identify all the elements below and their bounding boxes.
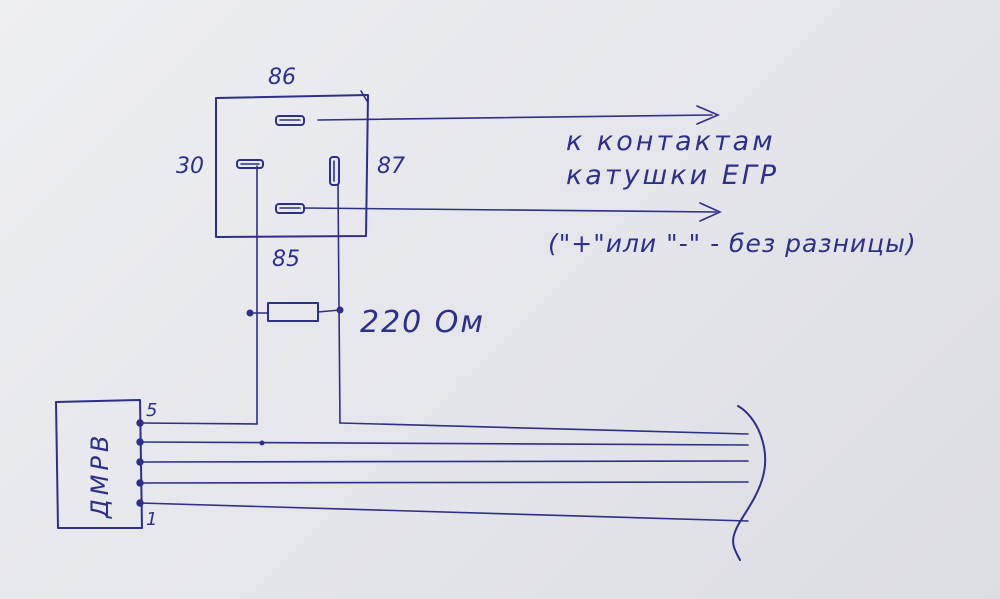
relay-pin-86-contact <box>275 115 305 126</box>
annotation-line-1: к контактам <box>566 126 776 157</box>
relay-outline <box>215 94 369 238</box>
harness-wire-2 <box>139 481 749 484</box>
relay-corner-mark <box>360 90 368 102</box>
relay-label-85: 85 <box>272 247 300 272</box>
resistor-node-left <box>246 309 254 317</box>
sensor-label: ДМРВ <box>86 432 114 519</box>
sensor-block <box>55 399 143 529</box>
arrow-to-egr-upper <box>317 105 721 125</box>
resistor <box>246 302 344 322</box>
sensor-outline <box>55 399 143 529</box>
resistor-label: 220 Ом <box>360 305 485 340</box>
sensor-pin-label-1: 1 <box>146 509 157 530</box>
resistor-node-right <box>336 306 344 314</box>
relay-pin-85-contact <box>275 203 305 214</box>
harness-cut-mark <box>732 405 767 561</box>
harness-wire-3 <box>139 460 749 463</box>
annotation-line-2: катушки ЕГР <box>566 160 779 191</box>
harness-wire-1 <box>139 502 749 522</box>
relay-label-87: 87 <box>377 154 405 179</box>
relay-pin-87-contact <box>329 156 340 186</box>
arrow-to-egr-lower <box>303 202 722 222</box>
harness-wire-4 <box>139 441 749 446</box>
relay <box>215 90 369 238</box>
harness-wire-5 <box>139 422 749 435</box>
sensor-pin-label-5: 5 <box>146 400 157 421</box>
wire-pin87-down <box>337 184 341 424</box>
relay-pin-30-contact <box>236 159 264 169</box>
relay-label-30: 30 <box>176 154 204 179</box>
harness-junction <box>259 440 265 446</box>
resistor-body <box>267 302 319 322</box>
annotation-line-3: ("+"или "-" - без разницы) <box>548 229 917 258</box>
harness-wires <box>139 422 749 522</box>
relay-label-86: 86 <box>268 65 296 90</box>
